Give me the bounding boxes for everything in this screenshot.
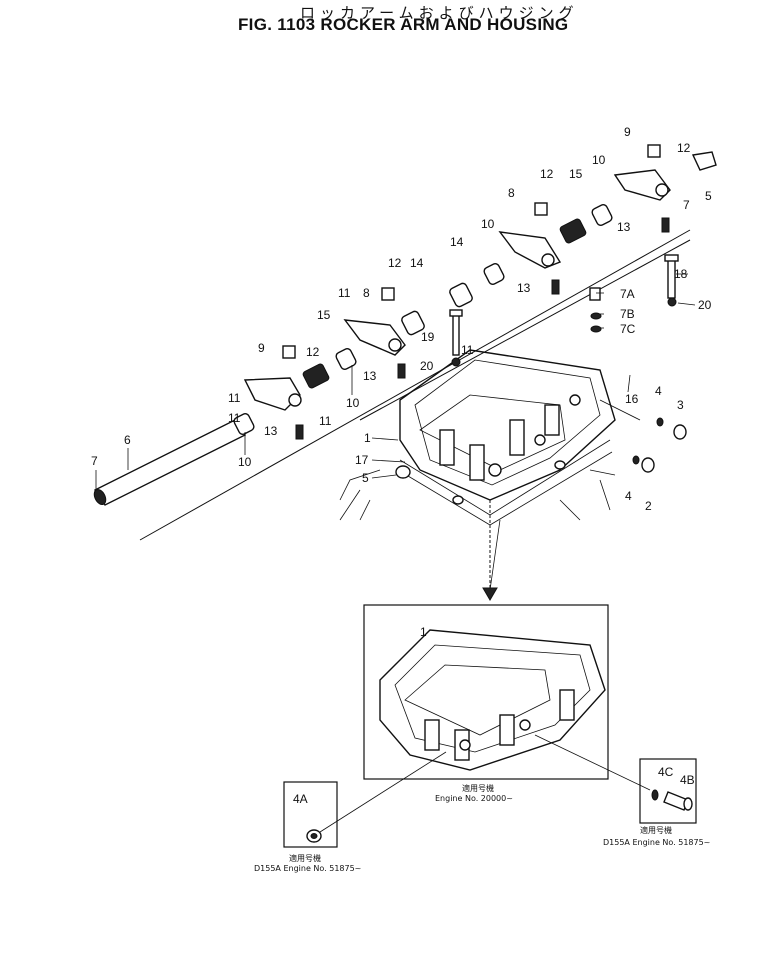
- label-1: 1: [364, 431, 371, 445]
- callout-4B-4C: 4C 4B 適用号機 D155A Engine No. 51875~: [603, 758, 710, 847]
- label-7b: 7: [91, 454, 98, 468]
- bolts: [449, 254, 679, 367]
- rocker-arm-left: [243, 377, 302, 411]
- callout-4BC-note-jp: 適用号機: [640, 825, 672, 835]
- rocker-housing-drawing: [339, 349, 616, 591]
- label-20b: 20: [420, 359, 434, 373]
- rocker-arm-center-right: [498, 231, 562, 269]
- leader-lines: [95, 273, 696, 490]
- label-3: 3: [677, 398, 684, 412]
- label-11-right: 11: [319, 414, 332, 428]
- label-11c: 11: [228, 391, 241, 405]
- rocker-arm-right: [613, 169, 671, 201]
- leader-4BC: [534, 734, 651, 791]
- label-12b: 12: [540, 167, 554, 181]
- callout-4A: 4A 適用号機 D155A Engine No. 51875~: [254, 781, 361, 873]
- detail-note-jp: 適用号機: [462, 783, 494, 793]
- label-11b: 11: [461, 343, 474, 357]
- label-15: 15: [569, 167, 583, 181]
- part-number-labels: 9 12 10 12 15 5 7 8 13 10 14 12 14 18 13…: [91, 125, 712, 513]
- detail-arrow: [482, 500, 498, 601]
- label-9b: 9: [258, 341, 265, 355]
- label-9: 9: [624, 125, 631, 139]
- label-10d: 10: [238, 455, 252, 469]
- label-15b: 15: [317, 308, 331, 322]
- label-5b: 5: [362, 471, 369, 485]
- label-8b: 8: [363, 286, 370, 300]
- figure-title: FIG. 1103 ROCKER ARM AND HOUSING: [238, 15, 569, 34]
- label-12d: 12: [306, 345, 320, 359]
- callout-4A-note-jp: 適用号機: [289, 853, 321, 863]
- label-7A: 7A: [620, 287, 635, 301]
- label-2: 2: [645, 499, 652, 513]
- label-17: 17: [355, 453, 369, 467]
- springs: [302, 218, 587, 389]
- label-5: 5: [705, 189, 712, 203]
- label-13c: 13: [363, 369, 377, 383]
- label-14: 14: [450, 235, 464, 249]
- label-4C: 4C: [658, 765, 674, 779]
- label-18: 18: [674, 267, 688, 281]
- adjusting-screws: [295, 217, 670, 440]
- rocker-arm-center-left: [343, 319, 406, 356]
- figure-title-japanese: ロッカアームおよびハウジング: [300, 4, 579, 22]
- label-7B: 7B: [620, 307, 635, 321]
- label-10: 10: [592, 153, 606, 167]
- label-11: 11: [338, 286, 351, 300]
- label-12: 12: [677, 141, 691, 155]
- small-parts: [395, 151, 717, 479]
- label-4A: 4A: [293, 792, 308, 806]
- detail-note-engine: Engine No. 20000~: [435, 794, 513, 803]
- label-12c: 12: [388, 256, 402, 270]
- label-11d: 11: [228, 411, 241, 425]
- detail-label-1: 1: [420, 625, 427, 639]
- callout-4BC-note-engine: D155A Engine No. 51875~: [603, 838, 710, 847]
- label-7: 7: [683, 198, 690, 212]
- label-8: 8: [508, 186, 515, 200]
- leader-4A: [319, 751, 447, 833]
- rocker-shaft: [93, 229, 691, 541]
- callout-4A-note-engine: D155A Engine No. 51875~: [254, 864, 361, 873]
- label-14b: 14: [410, 256, 424, 270]
- nuts: [282, 144, 661, 359]
- detail-view: 1 適用号機 Engine No. 20000~: [363, 604, 609, 803]
- label-13: 13: [617, 220, 631, 234]
- spacers: [233, 204, 613, 435]
- label-10c: 10: [346, 396, 360, 410]
- label-20: 20: [698, 298, 712, 312]
- label-16: 16: [625, 392, 639, 406]
- label-13d: 13: [264, 424, 278, 438]
- label-4B: 4B: [680, 773, 695, 787]
- label-13b: 13: [517, 281, 531, 295]
- label-6: 6: [124, 433, 131, 447]
- label-19: 19: [421, 330, 435, 344]
- label-4b: 4: [625, 489, 632, 503]
- label-4: 4: [655, 384, 662, 398]
- label-10b: 10: [481, 217, 495, 231]
- label-7C: 7C: [620, 322, 636, 336]
